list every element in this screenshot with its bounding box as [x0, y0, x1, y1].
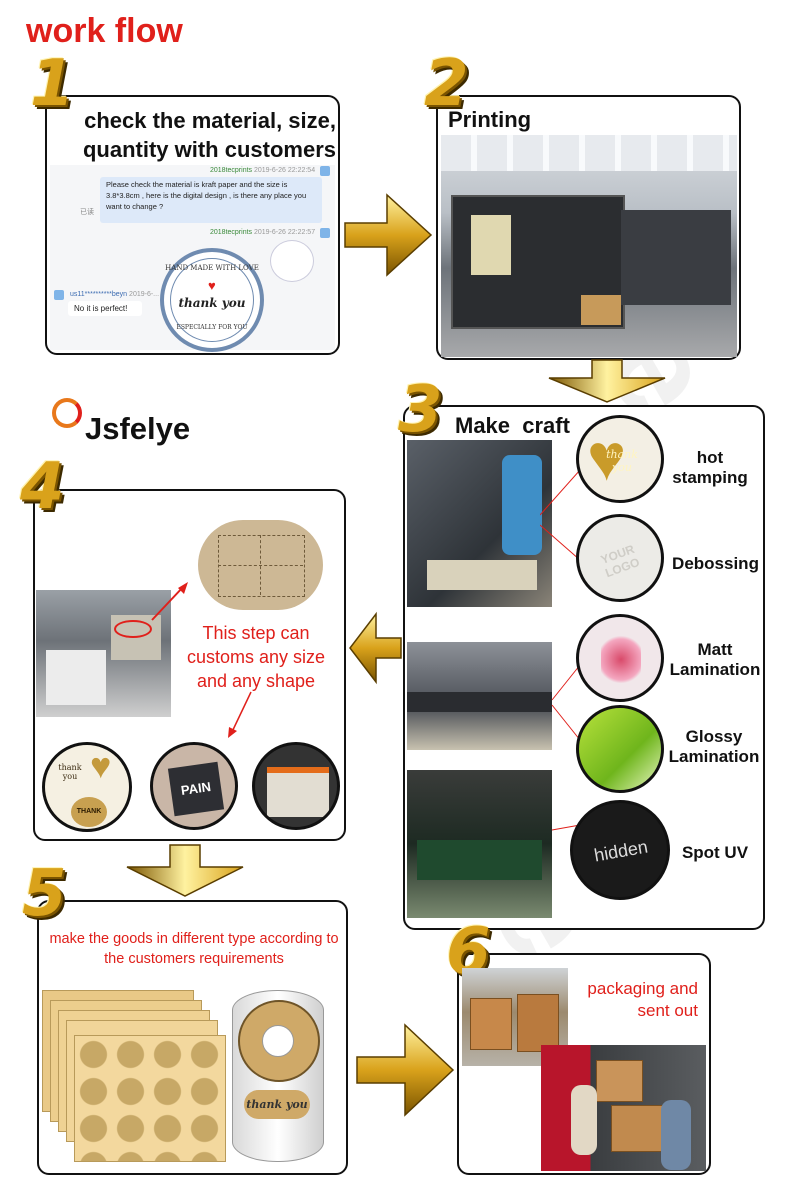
debossing-sample: YOUR LOGO [576, 514, 664, 602]
chat-image-thumb [270, 240, 314, 282]
spot-uv-machine-photo [407, 770, 552, 918]
step-4-number: 4 [20, 450, 65, 524]
craft-label-matt-lamination: Matt Lamination [669, 640, 761, 680]
craft-label-glossy-lamination: Glossy Lamination [668, 727, 760, 767]
arrow-left-icon [349, 611, 402, 685]
step-1-title: check the material, size, quantity with … [82, 108, 336, 162]
heart-text: thank you [606, 448, 638, 474]
chat-avatar-icon [320, 166, 330, 176]
thank-you-sticker: HAND MADE WITH LOVE ♥ thank you ESPECIAL… [160, 248, 264, 352]
sticker-top-text: HAND MADE WITH LOVE [165, 264, 259, 272]
arrow-right-icon [344, 193, 433, 277]
kraft-thank2-text: THANK YOU [71, 797, 107, 827]
chat-sender-1: 2018tecprints 2019-6-26 22:22:54 [210, 167, 316, 174]
pain-tag-text: PAIN [167, 761, 225, 817]
chat-read-status: 已读 [80, 209, 94, 216]
chat-message-1: Please check the material is kraft paper… [100, 177, 322, 223]
step-4-note: This step can customs any size and any s… [186, 623, 326, 691]
loading-truck-photo [541, 1045, 706, 1171]
brand-logo-icon [52, 398, 82, 428]
die-cutting-photo [36, 590, 171, 717]
chat-sender-3: us11**********beyn 2019-6-... [70, 291, 160, 298]
step-2-title: Printing [448, 107, 532, 132]
step-2-number: 2 [424, 47, 469, 121]
sticker-roll: thank you [232, 990, 324, 1168]
kraft-heart-icon: ♥ [90, 745, 112, 786]
arrow-down-icon [548, 359, 666, 403]
connector-lines [540, 470, 581, 831]
craft-label-spot-uv: Spot UV [681, 843, 749, 862]
hot-stamping-sample: ♥ thank you [576, 415, 664, 503]
step-5-note: make the goods in different type accordi… [49, 931, 339, 967]
gold-heart-icon: ♥ [587, 420, 627, 494]
step-3-title: Make craft [455, 413, 570, 438]
pointer-arrow-icon [228, 691, 252, 738]
arrow-right-icon [356, 1023, 455, 1117]
spot-uv-sample: hidden [570, 800, 670, 900]
craft-label-hot-stamping: hot stamping [672, 448, 748, 488]
step-1-number: 1 [30, 47, 75, 121]
step-5-number: 5 [22, 857, 67, 931]
die-cut-template [198, 520, 323, 610]
sticker-sheets [42, 990, 226, 1168]
hidden-text: hidden [592, 836, 650, 866]
sticker-middle-text: thank you [178, 296, 246, 310]
step-3-number: 3 [398, 373, 443, 447]
sticker-sample-pain: PAIN [150, 742, 238, 830]
chat-avatar-icon [320, 228, 330, 238]
arrow-down-icon [126, 844, 244, 897]
roll-text: thank you [244, 1090, 310, 1119]
sticker-sample-envelope [252, 742, 340, 830]
matt-lamination-sample [576, 614, 664, 702]
glossy-lamination-sample [576, 705, 664, 793]
craft-label-debossing: Debossing [672, 554, 759, 573]
chat-message-3: No it is perfect! [68, 301, 142, 316]
lamination-machine-photo [407, 642, 552, 750]
chat-avatar-icon [54, 290, 64, 300]
step-6-note: packaging and sent out [587, 979, 698, 1021]
sticker-bottom-text: ESPECIALLY FOR YOU [176, 324, 248, 331]
sticker-sample-kraft: ♥ thank you THANK YOU [42, 742, 132, 832]
brand-name: Jsfelye [85, 411, 191, 446]
pointer-arrow-icon [151, 582, 188, 621]
worker-machine-photo [407, 440, 552, 607]
kraft-thank-text: thank you [58, 763, 82, 781]
heart-icon: ♥ [208, 278, 216, 293]
printing-press-photo [441, 135, 737, 357]
logo-text: YOUR LOGO [598, 541, 642, 581]
chat-sender-2: 2018tecprints 2019-6-26 22:22:57 [210, 229, 316, 236]
page-title: work flow [26, 12, 183, 50]
